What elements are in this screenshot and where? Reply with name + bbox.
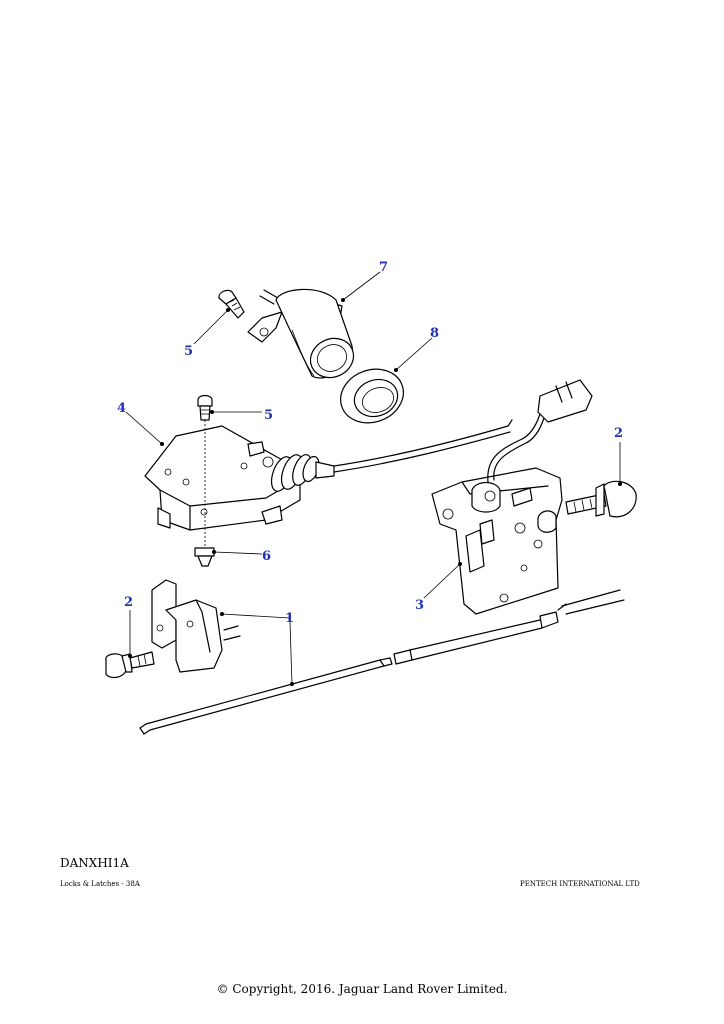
footer-section-label: Locks & Latches - 38A	[60, 880, 140, 888]
callout-5-upper: 5	[184, 344, 193, 359]
part-clip-nut	[194, 547, 215, 567]
part-bracket-rods	[139, 579, 625, 735]
callout-5-middle: 5	[264, 408, 273, 423]
leader-lines	[125, 271, 622, 686]
part-bolt-left	[105, 651, 155, 679]
part-actuator-cylinder	[247, 288, 355, 379]
callout-numbers: 7 5 8 4 5 2 6 3 2 1	[117, 260, 623, 626]
part-screw-upper	[218, 289, 245, 319]
part-screw-middle	[197, 394, 213, 548]
callout-1: 1	[285, 611, 294, 626]
callout-2-left: 2	[124, 595, 133, 610]
callout-4: 4	[117, 401, 126, 416]
part-grommet	[340, 368, 404, 424]
callout-7: 7	[379, 260, 388, 275]
part-bolt-right	[565, 480, 637, 518]
callout-2-right: 2	[614, 426, 623, 441]
footer-publisher: PENTECH INTERNATIONAL LTD	[520, 880, 640, 888]
callout-8: 8	[430, 326, 439, 341]
callout-6: 6	[262, 549, 271, 564]
callout-3: 3	[415, 598, 424, 613]
part-actuator-module	[144, 419, 513, 531]
part-latch-plate	[431, 379, 593, 615]
diagram-code: DANXHI1A	[60, 856, 129, 870]
copyright-notice: © Copyright, 2016. Jaguar Land Rover Lim…	[216, 982, 508, 996]
